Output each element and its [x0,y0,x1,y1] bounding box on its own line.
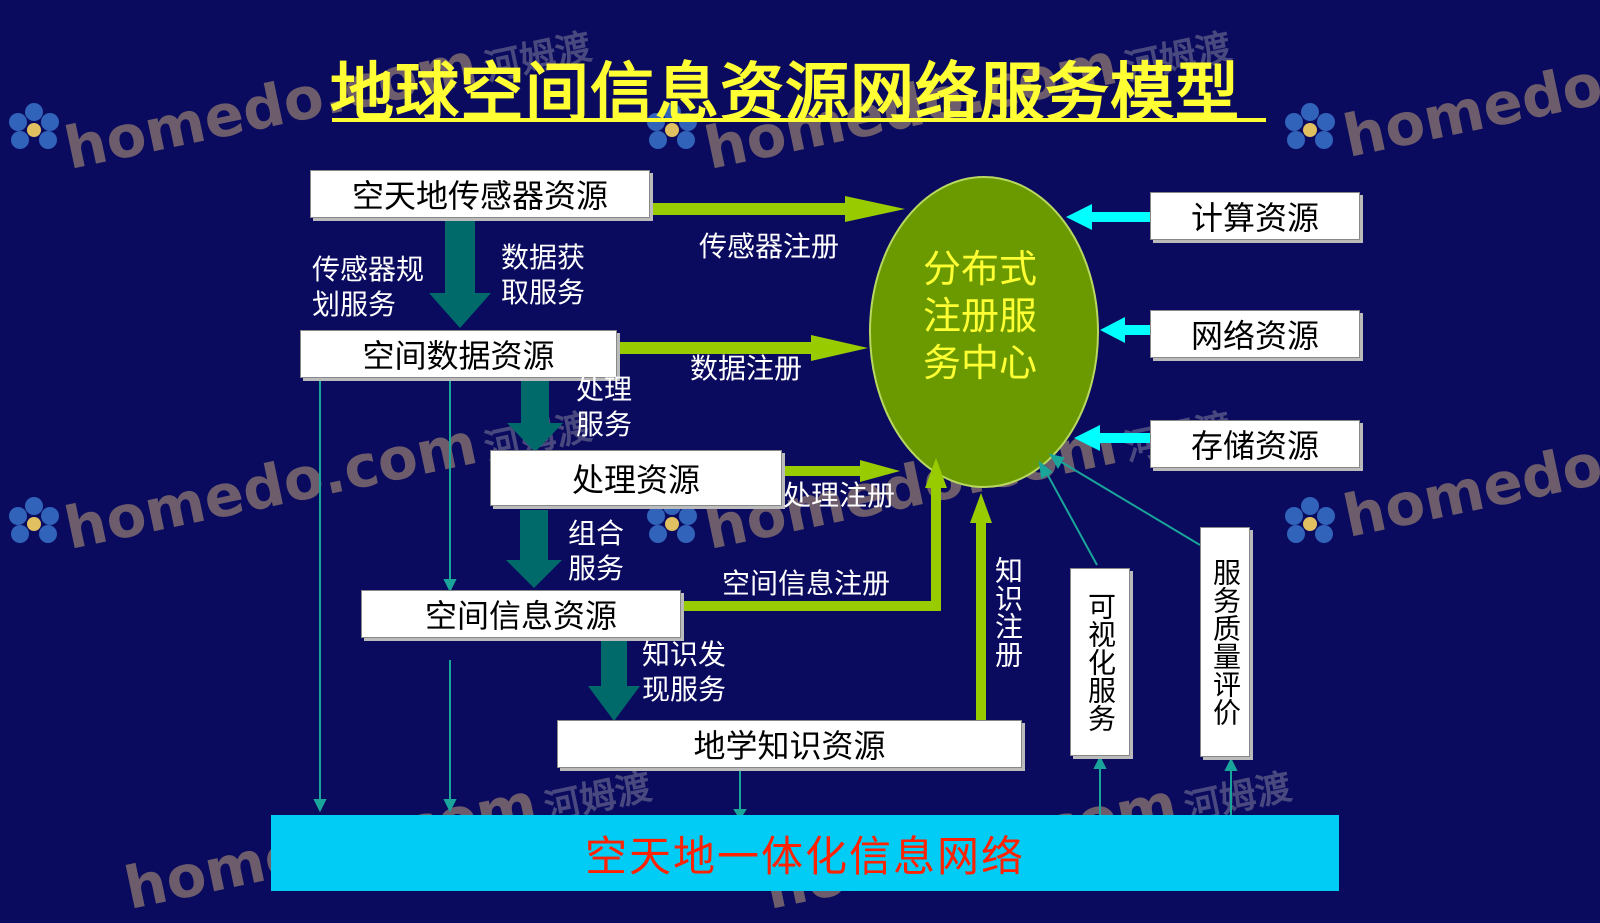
integrated-network-bar: 空天地一体化信息网络 [271,815,1339,891]
center-line-3: 务中心 [922,341,1037,385]
process-service-label: 处理服务 [576,373,633,441]
spatial-info-resource-box: 空间信息资源 [361,590,681,638]
center-line-2: 注册服 [922,294,1037,338]
sensor-register-arrow [640,196,905,222]
diagram-stage: homedo.com河姆渡 homedo.com河姆渡 homedo.com h… [9,17,1600,923]
title-underline [332,118,1266,122]
spatial-info-register-arrow [680,458,947,611]
sensor-to-network-line [443,370,457,593]
geo-knowledge-resource-box: 地学知识资源 [557,720,1022,768]
network-to-center-arrow [1100,317,1152,343]
knowledge-register-label: 知识注册 [991,556,1024,668]
process-register-arrow [780,460,900,482]
sensor-planning-label: 传感器规划服务 [312,253,425,321]
processing-resource-box: 处理资源 [490,450,782,506]
center-line-1: 分布式 [922,247,1037,291]
spatial-info-register-label: 空间信息注册 [722,567,891,600]
combine-service-label: 组合服务 [568,517,625,585]
spatial-data-resource-box: 空间数据资源 [300,330,617,378]
sensor-resource-box: 空天地传感器资源 [310,170,650,218]
process-to-info-arrow [506,510,562,588]
data-to-process-arrow [507,378,563,452]
network-to-visualization-line [1093,755,1107,815]
storage-resource-box: 存储资源 [1150,420,1360,468]
knowledge-register-arrow [970,493,992,721]
data-register-arrow [616,335,868,361]
info-to-network-line [443,660,457,813]
registry-center-label: 分布式 注册服 务中心 [900,246,1060,387]
storage-to-center-arrow [1074,425,1152,451]
network-resource-box: 网络资源 [1150,310,1360,358]
sensor-to-data-arrow [429,218,491,328]
data-to-network-line [313,380,327,813]
compute-resource-box: 计算资源 [1150,192,1360,240]
visualization-to-center-line [1038,460,1098,566]
quality-evaluation-box: 服务质量评价 [1200,527,1250,757]
sensor-register-label: 传感器注册 [699,230,840,263]
knowledge-discovery-label: 知识发现服务 [642,638,727,706]
data-acquire-label: 数据获取服务 [501,241,586,309]
info-to-knowledge-arrow [588,641,640,721]
network-to-quality-line [1224,757,1238,815]
compute-to-center-arrow [1066,204,1152,230]
visualization-service-box: 可视化服务 [1070,568,1130,756]
knowledge-to-network-line [733,770,747,820]
connector-layer [313,176,1238,820]
process-register-label: 处理注册 [783,479,896,512]
data-register-label: 数据注册 [690,352,803,385]
quality-to-center-line [1048,453,1201,546]
registry-center-ellipse [869,176,1099,488]
